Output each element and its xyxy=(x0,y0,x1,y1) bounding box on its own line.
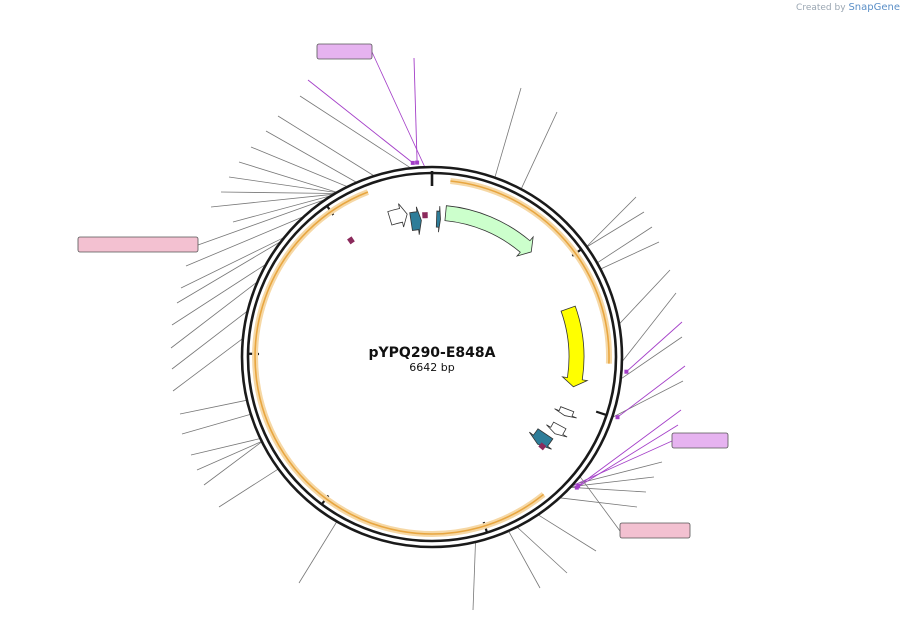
leader-line xyxy=(220,191,336,194)
leader-line xyxy=(508,530,541,589)
feature-box-label xyxy=(316,43,373,60)
leader-line xyxy=(620,336,683,380)
snapgene-credit: Created by SnapGene xyxy=(796,2,900,13)
leader-line xyxy=(494,87,522,178)
plasmid-name: pYPQ290-E848A xyxy=(369,345,496,361)
feature-span-arc xyxy=(450,180,610,364)
leader-line xyxy=(516,526,568,574)
primer-leader xyxy=(576,424,679,488)
primer-leader xyxy=(413,57,418,163)
leader-line xyxy=(298,521,338,584)
ruler-tick xyxy=(595,410,607,417)
feature-ori xyxy=(560,305,589,388)
feature-span-arc xyxy=(450,178,612,364)
credit-brand: SnapGene xyxy=(848,2,900,13)
site-labels xyxy=(77,43,729,539)
leader-line xyxy=(172,338,244,392)
label-box xyxy=(316,43,373,60)
leader-line xyxy=(570,476,655,488)
leader-line xyxy=(203,441,263,486)
primer-marker xyxy=(615,415,620,420)
feature-rrnb-t1-terminator xyxy=(546,421,568,438)
box-leader xyxy=(573,440,673,486)
primer-leader xyxy=(626,321,683,373)
feature-attr5 xyxy=(409,206,422,235)
leader-line xyxy=(180,236,285,289)
primer-leader xyxy=(307,79,414,164)
leader-line xyxy=(176,240,282,304)
leader-line xyxy=(179,399,248,415)
leader-line xyxy=(621,292,677,363)
feature-box-label xyxy=(671,432,729,449)
feature-box-label xyxy=(77,236,199,253)
leader-line xyxy=(190,438,261,456)
feature-span-arc xyxy=(254,191,545,535)
primer-marker xyxy=(574,485,579,490)
leader-line xyxy=(559,497,638,508)
leader-line xyxy=(618,269,671,325)
small-feature-box xyxy=(347,236,355,245)
feature-arrows xyxy=(252,160,629,537)
leader-line xyxy=(472,541,476,611)
leader-line xyxy=(250,146,348,188)
leader-line xyxy=(232,195,333,223)
leader-line xyxy=(181,413,251,435)
primer-marker xyxy=(410,160,415,165)
label-box xyxy=(671,432,729,449)
leader-line xyxy=(238,161,338,193)
leader-line xyxy=(299,95,412,169)
feature-smr xyxy=(444,205,534,257)
leader-line xyxy=(277,115,375,177)
box-leader xyxy=(197,199,324,246)
leader-line xyxy=(185,215,305,267)
label-box xyxy=(619,522,691,539)
feature-box-label xyxy=(619,522,691,539)
leader-line xyxy=(218,468,279,508)
label-box xyxy=(77,236,199,253)
backbone-outer xyxy=(240,165,624,549)
leader-line xyxy=(570,486,647,493)
leader-line xyxy=(170,281,258,349)
primer-leader xyxy=(617,365,686,418)
leader-line xyxy=(171,310,248,370)
plasmid-size: 6642 bp xyxy=(409,361,454,374)
feature-nos-terminator xyxy=(387,203,408,228)
feature-attl1 xyxy=(529,428,554,450)
leader-line xyxy=(611,380,684,418)
feature-t7-promoter xyxy=(435,206,441,233)
small-feature-box xyxy=(538,442,547,451)
leader-line xyxy=(600,241,660,270)
credit-prefix: Created by xyxy=(796,3,846,13)
primer-marker xyxy=(415,160,420,165)
box-leader xyxy=(371,51,425,167)
leader-line xyxy=(520,111,558,190)
leader-line xyxy=(171,263,267,326)
leader-line xyxy=(265,130,357,183)
leader-line xyxy=(537,514,597,552)
feature-rrnb-t2-terminator xyxy=(554,406,577,419)
leader-line xyxy=(586,196,637,247)
leader-lines xyxy=(170,51,686,611)
primer-marker xyxy=(624,369,629,374)
leader-line xyxy=(586,211,645,248)
leader-line xyxy=(210,193,335,208)
leader-line xyxy=(228,176,337,193)
leader-line xyxy=(596,226,653,264)
primer-leader xyxy=(577,409,682,487)
leader-line xyxy=(196,441,262,471)
box-leader xyxy=(580,476,621,532)
